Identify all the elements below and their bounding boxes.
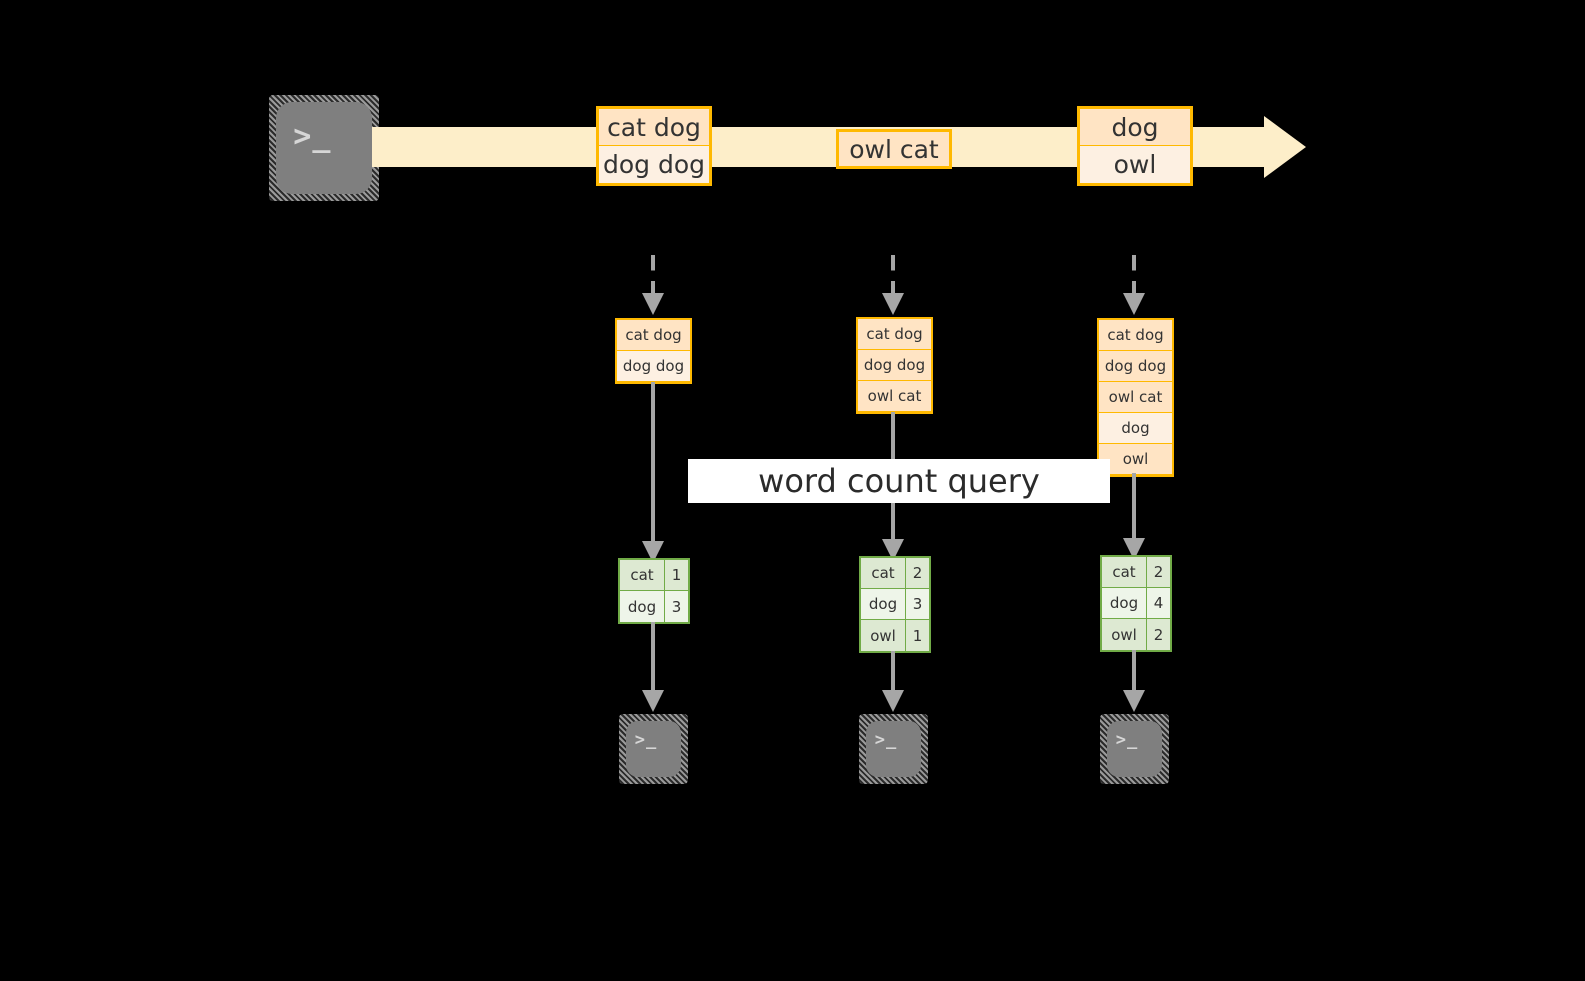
stream-to-snapshot-arrowhead: [882, 293, 904, 315]
stream-to-snapshot-arrowhead: [1123, 293, 1145, 315]
result-word: owl: [1102, 619, 1147, 650]
snapshot-row: cat dog: [1099, 320, 1172, 351]
result-count: 4: [1147, 588, 1170, 618]
result-count: 3: [665, 591, 688, 622]
stream-to-snapshot-connector: [891, 255, 895, 295]
terminal-prompt-glyph: >_: [1115, 730, 1139, 751]
snapshot-row: dog dog: [1099, 351, 1172, 382]
snapshot-row: owl cat: [858, 381, 931, 412]
sink-terminal-icon[interactable]: >_: [859, 714, 928, 784]
result-count: 1: [665, 560, 688, 590]
result-to-sink-arrowhead: [882, 690, 904, 712]
snapshot-box[interactable]: cat dog dog dog owl cat: [856, 317, 933, 414]
result-count: 2: [1147, 557, 1170, 587]
stream-event-line: dog dog: [599, 146, 709, 183]
stream-event-group[interactable]: owl cat: [836, 129, 952, 169]
result-table[interactable]: cat 2 dog 4 owl 2: [1100, 555, 1172, 652]
snapshot-row: cat dog: [617, 320, 690, 351]
stream-to-snapshot-connector: [651, 255, 655, 295]
snapshot-row: dog: [1099, 413, 1172, 444]
result-count: 1: [906, 620, 929, 651]
result-row: dog 3: [620, 591, 688, 622]
sink-terminal-icon[interactable]: >_: [1100, 714, 1169, 784]
terminal-prompt-glyph: >_: [634, 730, 658, 751]
snapshot-to-result-arrowhead: [1123, 538, 1145, 560]
snapshot-row: owl cat: [1099, 382, 1172, 413]
result-table[interactable]: cat 2 dog 3 owl 1: [859, 556, 931, 653]
terminal-screen: >_: [276, 102, 372, 194]
snapshot-box[interactable]: cat dog dog dog owl cat dog owl: [1097, 318, 1174, 477]
result-to-sink-connector: [891, 651, 895, 694]
snapshot-to-result-arrowhead: [642, 541, 664, 563]
snapshot-to-result-connector: [1132, 473, 1136, 546]
sink-terminal-icon[interactable]: >_: [619, 714, 688, 784]
result-to-sink-arrowhead: [1123, 690, 1145, 712]
result-word: dog: [861, 589, 906, 619]
query-label-text: word count query: [758, 462, 1040, 500]
result-word: cat: [861, 558, 906, 588]
stream-to-snapshot-connector: [1132, 255, 1136, 295]
result-word: dog: [1102, 588, 1147, 618]
terminal-screen: >_: [626, 721, 681, 777]
result-table[interactable]: cat 1 dog 3: [618, 558, 690, 624]
result-row: cat 2: [1102, 557, 1170, 588]
result-count: 2: [1147, 619, 1170, 650]
snapshot-row: cat dog: [858, 319, 931, 350]
result-count: 2: [906, 558, 929, 588]
result-word: cat: [1102, 557, 1147, 587]
snapshot-box[interactable]: cat dog dog dog: [615, 318, 692, 384]
snapshot-row: dog dog: [858, 350, 931, 381]
result-word: dog: [620, 591, 665, 622]
result-row: cat 2: [861, 558, 929, 589]
stream-event-line: owl cat: [839, 132, 949, 166]
query-label: word count query: [688, 459, 1110, 503]
stream-event-group[interactable]: dog owl: [1077, 106, 1193, 186]
stream-to-snapshot-arrowhead: [642, 293, 664, 315]
terminal-screen: >_: [866, 721, 921, 777]
stream-event-line: owl: [1080, 146, 1190, 183]
terminal-prompt-glyph: >_: [874, 730, 898, 751]
stream-arrowhead: [1264, 116, 1306, 178]
source-terminal-icon[interactable]: >_: [269, 95, 379, 201]
result-row: dog 4: [1102, 588, 1170, 619]
result-row: owl 2: [1102, 619, 1170, 650]
result-row: dog 3: [861, 589, 929, 620]
result-row: owl 1: [861, 620, 929, 651]
snapshot-row: dog dog: [617, 351, 690, 382]
snapshot-to-result-arrowhead: [882, 539, 904, 561]
result-word: cat: [620, 560, 665, 590]
snapshot-to-result-connector: [651, 382, 655, 548]
stream-event-line: dog: [1080, 109, 1190, 146]
result-to-sink-connector: [651, 622, 655, 694]
result-row: cat 1: [620, 560, 688, 591]
terminal-screen: >_: [1107, 721, 1162, 777]
result-to-sink-arrowhead: [642, 690, 664, 712]
result-word: owl: [861, 620, 906, 651]
result-count: 3: [906, 589, 929, 619]
stream-event-line: cat dog: [599, 109, 709, 146]
stream-event-group[interactable]: cat dog dog dog: [596, 106, 712, 186]
terminal-prompt-glyph: >_: [293, 119, 332, 155]
result-to-sink-connector: [1132, 650, 1136, 694]
